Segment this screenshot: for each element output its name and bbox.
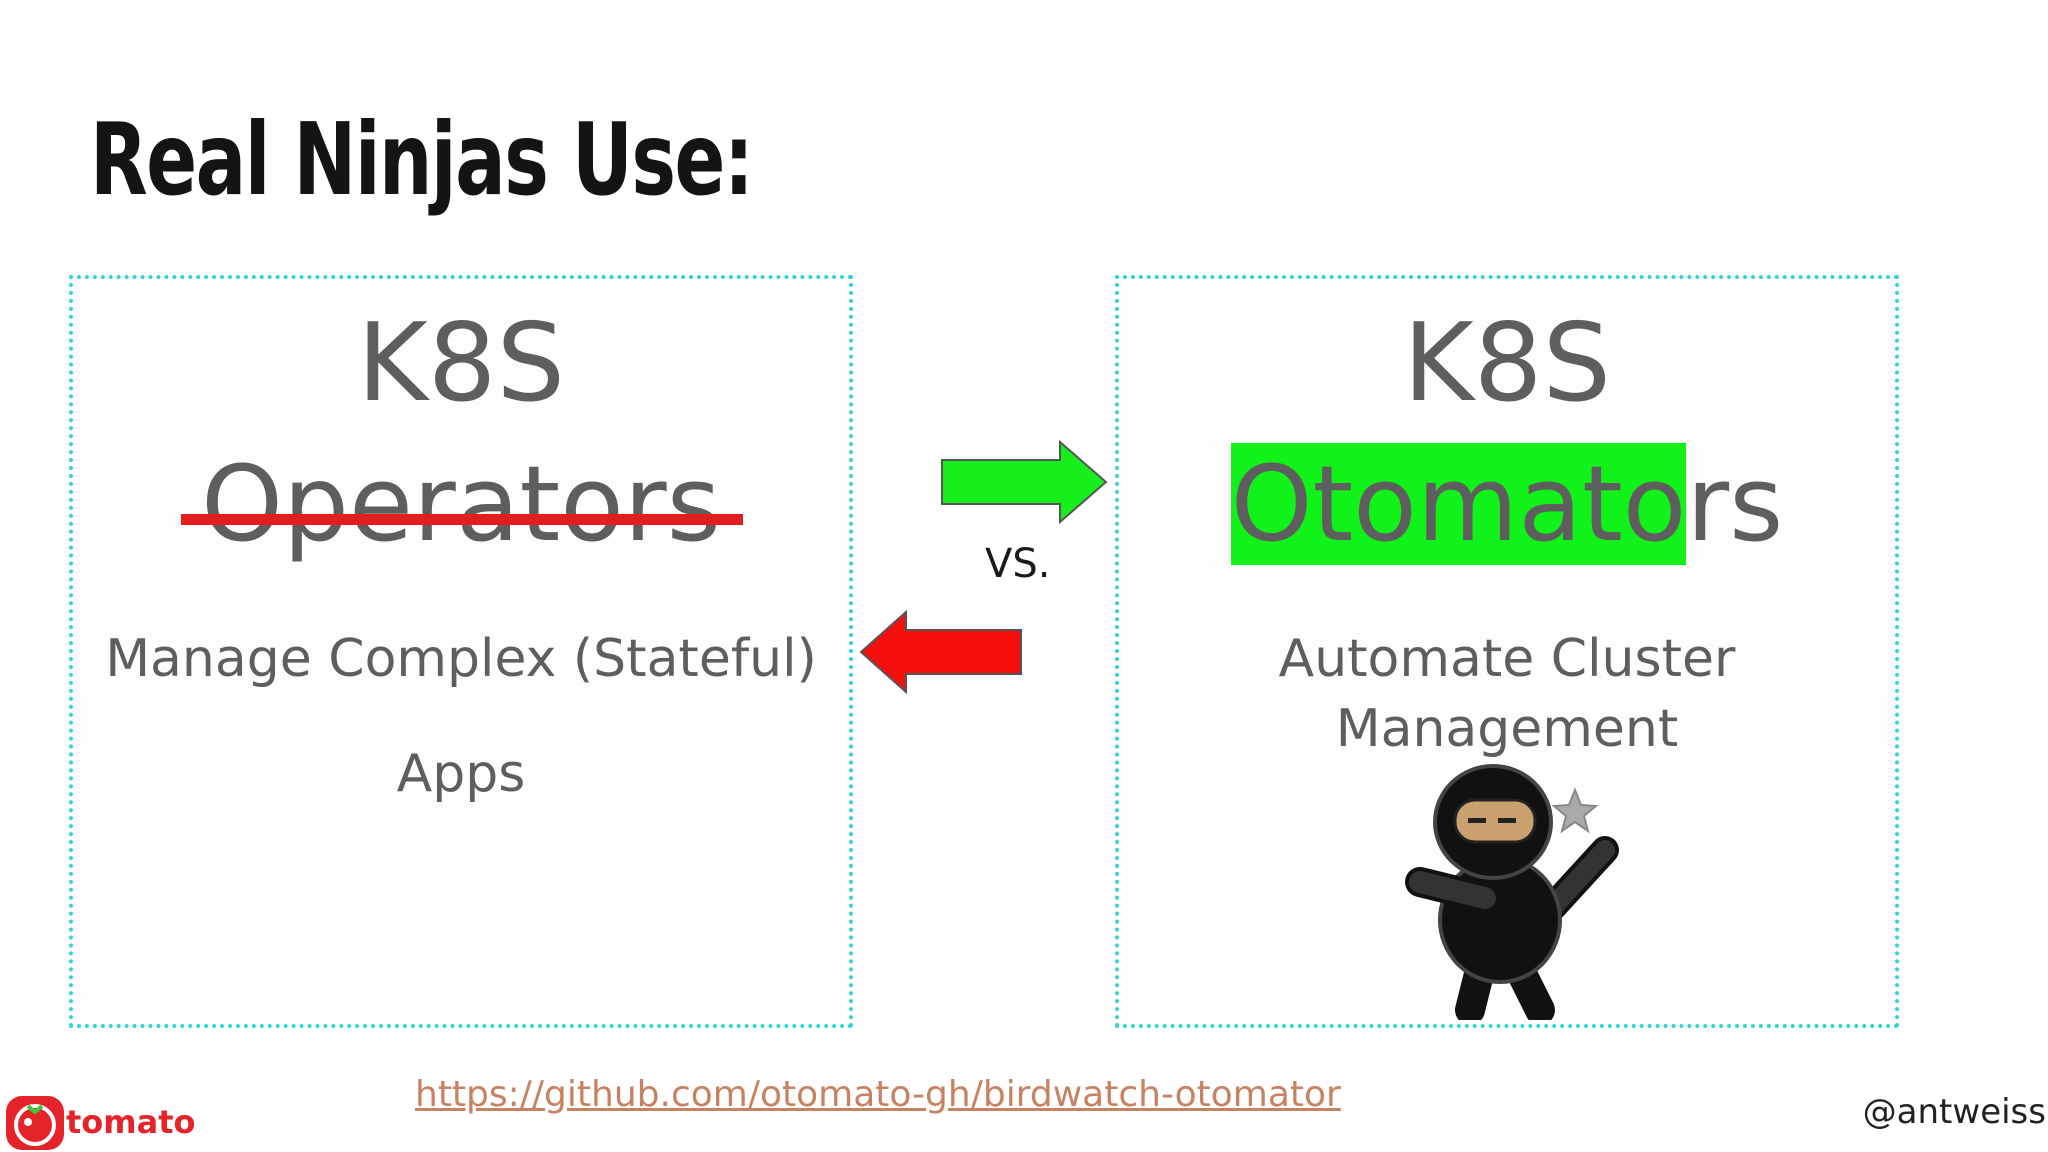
otomators-word: Otomators	[1119, 439, 1895, 569]
arrow-left-icon	[859, 610, 1022, 694]
author-handle: @antweiss	[1862, 1092, 2046, 1132]
brand-logo: tomato	[0, 1092, 200, 1152]
slide-title: Real Ninjas Use:	[90, 101, 754, 218]
vs-label: VS.	[985, 541, 1051, 587]
ninja-icon	[1405, 764, 1619, 1020]
otomators-suffix: rs	[1686, 443, 1784, 565]
left-heading: K8S	[356, 301, 566, 426]
tomato-logo-icon	[6, 1096, 64, 1150]
otomato-highlight: Otomato	[1230, 443, 1687, 565]
operators-panel: K8S Operators Manage Complex (Stateful) …	[69, 275, 853, 1028]
operators-word: Operators	[201, 443, 721, 565]
right-heading: K8S	[1402, 301, 1612, 426]
brand-name: tomato	[66, 1103, 196, 1141]
github-link[interactable]: https://github.com/otomato-gh/birdwatch-…	[415, 1074, 1341, 1115]
strikethrough-line	[181, 514, 743, 525]
left-description-line2: Apps	[396, 744, 526, 804]
arrow-right-icon	[941, 440, 1108, 524]
right-description-line2: Management	[1335, 699, 1679, 759]
left-description-line1: Manage Complex (Stateful)	[105, 629, 817, 689]
right-description-line1: Automate Cluster	[1278, 629, 1736, 689]
